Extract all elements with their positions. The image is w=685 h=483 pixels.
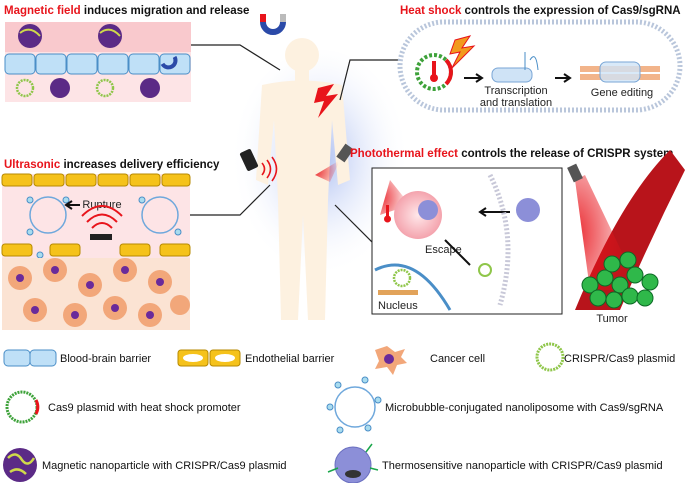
legend-item-thermosensitive-nanoparticle: Thermosensitive nanoparticle with CRISPR… bbox=[327, 443, 663, 483]
legend-item-microbubble: Microbubble-conjugated nanoliposome with… bbox=[326, 376, 664, 434]
magnet-icon bbox=[260, 14, 286, 35]
legend-item-cancer-cell: Cancer cell bbox=[375, 346, 485, 375]
svg-text:Blood-brain barrier: Blood-brain barrier bbox=[60, 353, 151, 365]
ultrasound-probe-icon bbox=[239, 149, 278, 182]
translation-label: and translation bbox=[480, 97, 552, 109]
svg-text:Thermosensitive nanoparticle w: Thermosensitive nanoparticle with CRISPR… bbox=[382, 460, 663, 472]
magnetic-title: Magnetic field induces migration and rel… bbox=[4, 5, 249, 17]
arrow-icon bbox=[555, 73, 572, 83]
heat-shock-title: Heat shock controls the expression of Ca… bbox=[400, 5, 681, 17]
legend: Blood-brain barrier Endothelial barrier … bbox=[3, 342, 675, 483]
heat-shock-panel: Transcription and translation Gene editi… bbox=[397, 19, 683, 113]
legend-item-endothelial-barrier: Endothelial barrier bbox=[177, 349, 335, 367]
magnetic-nanoparticle-icon bbox=[3, 448, 37, 482]
ultrasonic-panel: Rupture bbox=[1, 173, 191, 330]
legend-item-magnetic-nanoparticle: Magnetic nanoparticle with CRISPR/Cas9 p… bbox=[3, 448, 287, 482]
blood-brain-barrier-icon bbox=[3, 349, 57, 367]
human-body bbox=[230, 38, 410, 320]
svg-text:Cancer cell: Cancer cell bbox=[430, 353, 485, 365]
svg-text:Microbubble-conjugated nanolip: Microbubble-conjugated nanoliposome with… bbox=[385, 402, 664, 414]
blood-vessel-tumor: Tumor bbox=[567, 150, 685, 325]
transcription-label: Transcription bbox=[484, 85, 547, 97]
ultrasonic-title: Ultrasonic increases delivery efficiency bbox=[4, 159, 220, 171]
photothermal-panel: Escape Nucleus Tumor bbox=[371, 150, 685, 325]
cancer-cell-icon bbox=[375, 346, 407, 375]
lightning-icon bbox=[314, 84, 338, 118]
legend-item-crispr-plasmid: CRISPR/Cas9 plasmid bbox=[535, 342, 675, 372]
legend-item-heat-shock-plasmid: Cas9 plasmid with heat shock promoter bbox=[5, 390, 241, 424]
nucleus-label: Nucleus bbox=[378, 300, 418, 312]
thermosensitive-nanoparticle-icon bbox=[327, 443, 379, 483]
svg-text:Magnetic nanoparticle with CRI: Magnetic nanoparticle with CRISPR/Cas9 p… bbox=[42, 460, 287, 472]
magnetic-panel bbox=[4, 22, 191, 102]
svg-text:Endothelial barrier: Endothelial barrier bbox=[245, 353, 335, 365]
photothermal-title: Photothermal effect controls the release… bbox=[350, 148, 673, 160]
thermometer-icon bbox=[384, 205, 391, 223]
svg-text:CRISPR/Cas9 plasmid: CRISPR/Cas9 plasmid bbox=[564, 353, 675, 365]
svg-text:Cas9 plasmid with heat shock p: Cas9 plasmid with heat shock promoter bbox=[48, 402, 241, 414]
legend-item-blood-brain-barrier: Blood-brain barrier bbox=[3, 349, 151, 367]
heat-shock-plasmid-icon bbox=[5, 390, 39, 424]
arrow-icon bbox=[444, 239, 471, 266]
crispr-plasmid-icon bbox=[535, 342, 565, 372]
thermometer-icon bbox=[430, 61, 438, 82]
tumor-label: Tumor bbox=[596, 313, 628, 325]
gene-editing-label: Gene editing bbox=[591, 87, 653, 99]
laser-icon bbox=[315, 143, 354, 182]
arrow-icon bbox=[478, 207, 510, 217]
arrow-icon bbox=[64, 200, 80, 210]
cancer-cells bbox=[2, 258, 190, 330]
arrow-icon bbox=[464, 73, 484, 83]
microbubble-icon bbox=[326, 376, 382, 434]
